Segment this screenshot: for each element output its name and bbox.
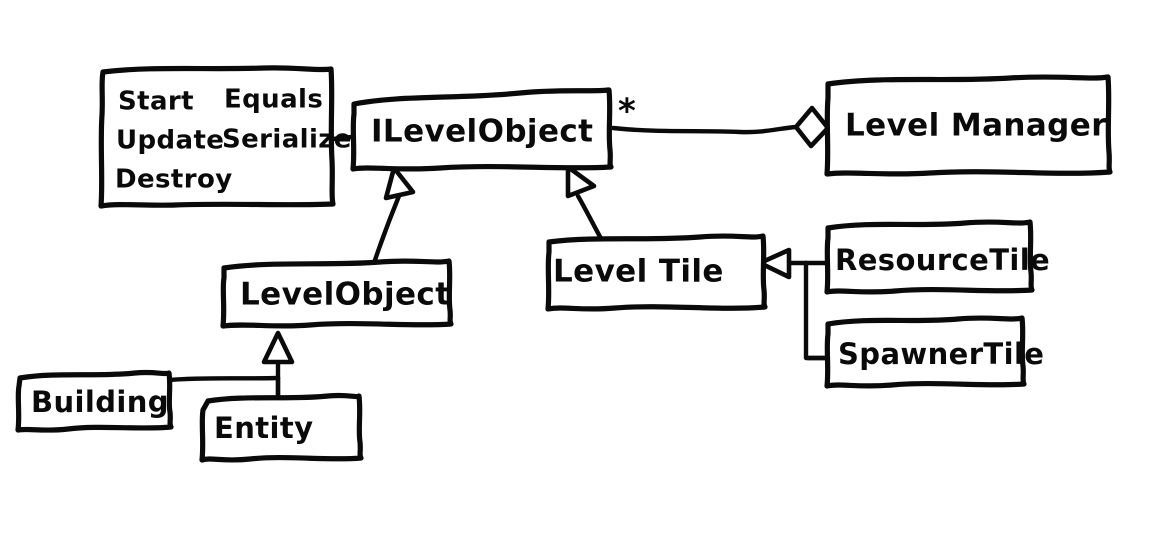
leveltile-label: Level Tile xyxy=(553,254,724,290)
generalization-triangle xyxy=(261,330,295,365)
node-entity[interactable]: Entity xyxy=(199,392,364,463)
generalization-triangle xyxy=(757,247,792,280)
aggregation-diamond xyxy=(793,105,831,149)
edge-methodsbox-ilevelobject xyxy=(330,134,355,142)
node-levelobject[interactable]: LevelObject xyxy=(220,258,454,329)
node-levelmanager[interactable]: Level Manager xyxy=(824,74,1113,177)
method-update: Update xyxy=(116,126,224,156)
edge-building-levelobject xyxy=(165,330,295,399)
node-building[interactable]: Building xyxy=(15,369,174,433)
entity-label: Entity xyxy=(214,411,313,445)
edge-levelobject-ilevelobject xyxy=(370,165,416,269)
node-resourcetile[interactable]: ResourceTile xyxy=(824,219,1050,295)
method-equals: Equals xyxy=(224,85,323,115)
spawnertile-label: SpawnerTile xyxy=(838,337,1044,371)
node-ilevelobject[interactable]: ILevelObject * xyxy=(350,87,636,172)
ilevelobject-label: ILevelObject xyxy=(371,114,593,150)
node-leveltile[interactable]: Level Tile xyxy=(545,233,768,312)
method-serialize: Serialize xyxy=(222,125,352,155)
generalization-triangle xyxy=(383,165,416,201)
edge-leveltile-ilevelobject xyxy=(565,164,607,247)
method-start: Start xyxy=(118,87,194,117)
levelobject-label: LevelObject xyxy=(240,277,450,313)
building-label: Building xyxy=(31,385,169,419)
generalization-triangle xyxy=(565,164,597,199)
method-destroy: Destroy xyxy=(115,165,233,195)
multiplicity-star: * xyxy=(618,92,636,132)
node-spawnertile[interactable]: SpawnerTile xyxy=(824,315,1044,389)
levelmanager-label: Level Manager xyxy=(845,108,1107,144)
edge-ilevelobject-levelmanager xyxy=(610,105,831,149)
resourcetile-label: ResourceTile xyxy=(835,243,1050,277)
edge-resourcetile-leveltile xyxy=(757,247,829,361)
node-methods-box[interactable]: Start Equals Update Serialize Destroy xyxy=(98,65,352,209)
